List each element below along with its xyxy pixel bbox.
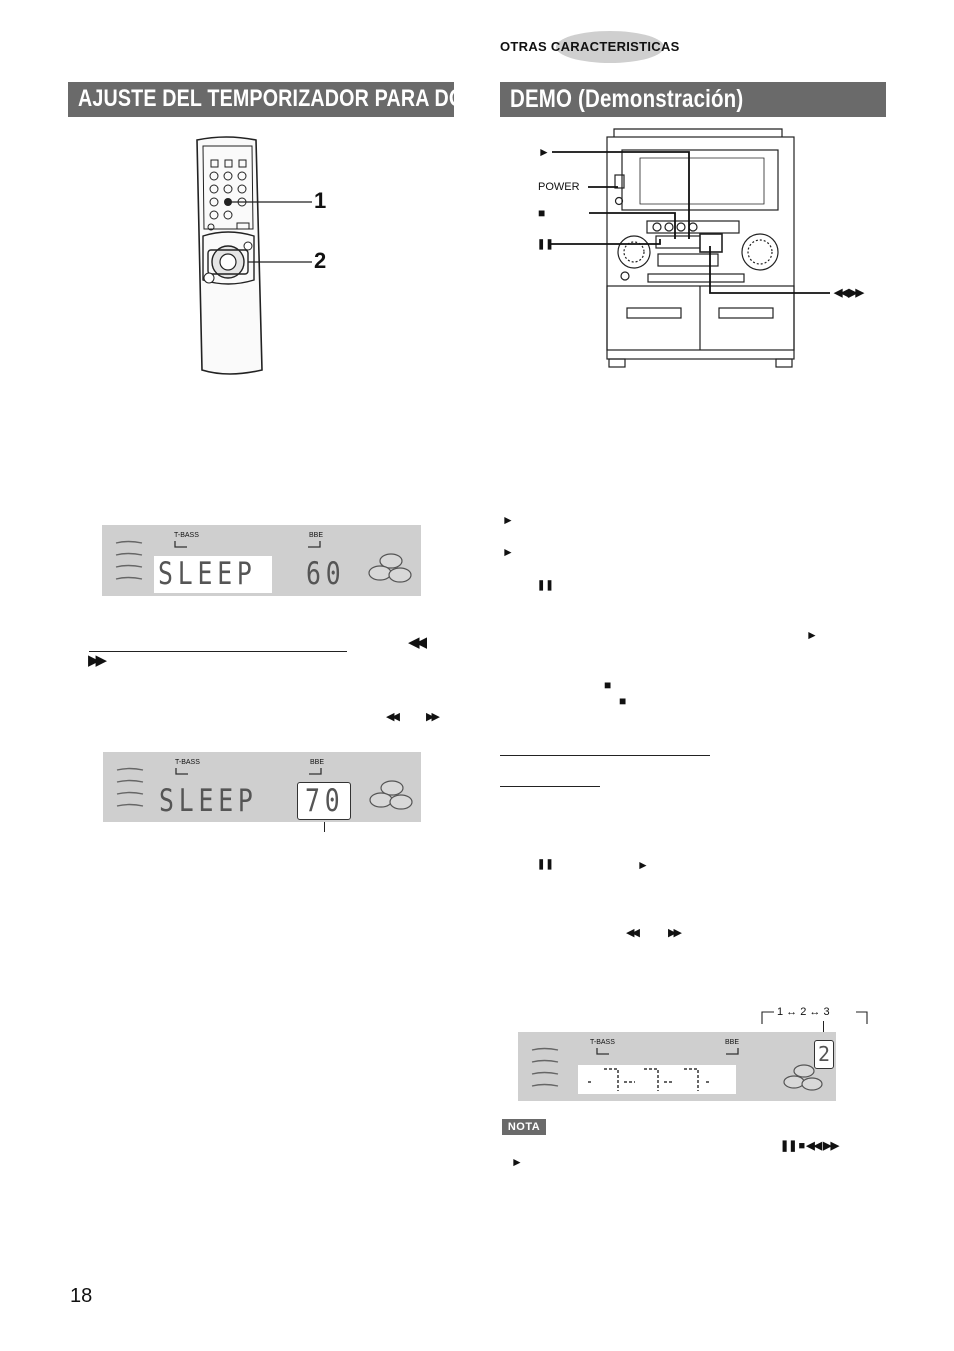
bbe-label: BBE (309, 532, 324, 539)
tbass-label: T-BASS (590, 1039, 615, 1046)
right-section-title-bar: DEMO (Demonstración) (500, 82, 886, 117)
bbe-bracket (308, 541, 321, 548)
pause-symbol-callout: ❚❚ (537, 239, 554, 250)
bbe-label: BBE (310, 759, 325, 766)
nota-symbols: ❚❚ ■ ◀◀ ▶▶ (780, 1140, 839, 1152)
ff-symbol-large: ▶▶ (88, 652, 107, 669)
page-number: 18 (70, 1285, 93, 1307)
section-tag-badge (556, 31, 664, 63)
tbass-bracket (174, 541, 187, 548)
lcd-text-panel (154, 556, 272, 593)
cycle-indicator: 1 ↔ 2 ↔ 3 (777, 1006, 830, 1018)
lcd-demo-value-box (814, 1040, 834, 1069)
lcd-pointer-line (324, 822, 325, 832)
lcd-text: SLEEP (158, 556, 257, 592)
callout-1: 1 (314, 188, 327, 213)
stop-symbol-2: ■ (619, 694, 627, 708)
right-section-title: DEMO (Demonstración) (510, 85, 744, 113)
power-label: POWER (538, 181, 580, 193)
lcd-value: 70 (305, 783, 345, 819)
callout-2: 2 (314, 248, 327, 273)
ff-symbol-small: ▶▶ (426, 711, 440, 723)
lcd-bars-icon (115, 540, 143, 580)
tbass-label: T-BASS (175, 759, 200, 766)
stop-symbol-callout: ■ (538, 206, 546, 220)
tbass-label: T-BASS (174, 532, 199, 539)
cycle-bracket (761, 1011, 868, 1024)
left-underline (89, 651, 347, 652)
lcd-text: SLEEP (159, 783, 258, 819)
tbass-bracket (175, 768, 188, 775)
lcd-demo-value: 2 (818, 1042, 831, 1066)
play-symbol-1: ► (502, 513, 514, 527)
rew-symbol-large: ◀◀ (408, 634, 427, 651)
tbass-bracket (596, 1048, 609, 1055)
right-underline-1 (500, 755, 710, 756)
nota-badge: NOTA (502, 1119, 546, 1135)
rew-ff-callout: ◀◀, ▶▶ (834, 287, 864, 299)
stop-symbol-1: ■ (604, 678, 612, 692)
pause-symbol-1: ❚❚ (537, 580, 554, 591)
lcd-bars-icon (116, 767, 144, 807)
section-tag: OTRAS CARACTERISTICAS (500, 39, 680, 54)
lcd-value: 60 (306, 556, 346, 592)
play-symbol-4: ► (637, 858, 649, 872)
play-symbol-2: ► (502, 545, 514, 559)
bbe-bracket (309, 768, 322, 775)
lcd-display-demo: T-BASS BBE 2 (518, 1032, 836, 1101)
stereo-unit-illustration (550, 128, 830, 368)
lcd-display-sleep-70: T-BASS BBE SLEEP 70 (103, 752, 421, 822)
cycle-pointer-line (823, 1021, 824, 1041)
disc-icon (783, 1064, 823, 1091)
right-underline-2 (500, 786, 600, 787)
disc-icon (369, 780, 413, 810)
bbe-label: BBE (725, 1039, 740, 1046)
lcd-display-sleep-60: T-BASS BBE SLEEP 60 (102, 525, 421, 596)
remote-control-illustration (196, 136, 312, 375)
ff-symbol: ▶▶ (668, 927, 682, 939)
play-symbol-3: ► (806, 628, 818, 642)
pause-symbol-2: ❚❚ (537, 859, 554, 870)
lcd-bars-icon (531, 1047, 559, 1087)
left-section-title: AJUSTE DEL TEMPORIZADOR PARA DORMIR (78, 85, 516, 112)
bbe-bracket (726, 1048, 739, 1055)
nota-play-symbol: ► (511, 1155, 523, 1169)
disc-icon (368, 553, 412, 583)
lcd-value-highlight (297, 782, 351, 820)
rew-symbol: ◀◀ (626, 927, 640, 939)
play-symbol-callout: ► (538, 145, 550, 159)
lcd-demo-segments (588, 1068, 710, 1091)
left-section-title-bar: AJUSTE DEL TEMPORIZADOR PARA DORMIR (68, 82, 515, 117)
rew-symbol-small: ◀◀ (386, 711, 400, 723)
